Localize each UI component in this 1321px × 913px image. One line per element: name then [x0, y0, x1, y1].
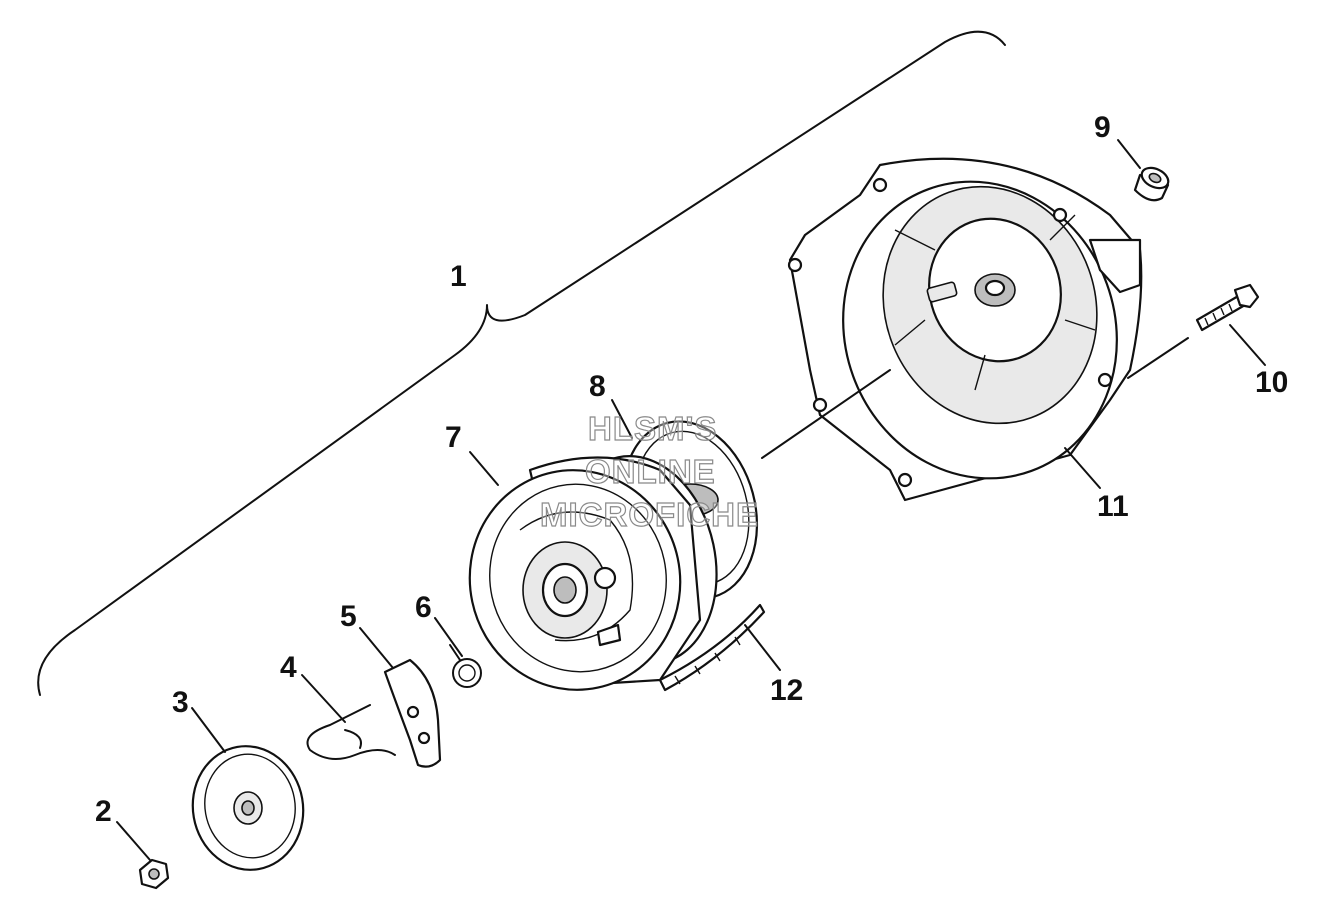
rope	[658, 603, 766, 692]
callout-8: 8	[589, 370, 606, 403]
pawl	[383, 658, 442, 768]
plate	[191, 745, 305, 871]
callout-9: 9	[1094, 111, 1111, 144]
leader-lines	[116, 139, 1266, 861]
callout-10: 10	[1255, 366, 1289, 399]
pulley	[468, 455, 718, 691]
spring	[449, 644, 482, 688]
watermark-line-1: HLSM'S	[587, 410, 718, 447]
assembly-bracket	[37, 30, 1006, 696]
callout-4: 4	[280, 651, 297, 684]
nut	[138, 858, 170, 890]
callout-5: 5	[340, 600, 357, 633]
callout-12: 12	[770, 674, 804, 707]
callout-2: 2	[95, 795, 112, 828]
callout-11: 11	[1097, 490, 1129, 523]
callout-7: 7	[445, 421, 462, 454]
bushing	[1133, 166, 1170, 202]
callout-6: 6	[415, 591, 432, 624]
watermark-line-2: ONLINE	[584, 453, 716, 490]
bolt	[1195, 283, 1260, 332]
housing	[787, 157, 1143, 502]
callout-1: 1	[450, 260, 467, 293]
callout-3: 3	[172, 686, 189, 719]
watermark-line-3: MICROFICHE	[539, 496, 759, 533]
spring-clip	[306, 704, 396, 760]
